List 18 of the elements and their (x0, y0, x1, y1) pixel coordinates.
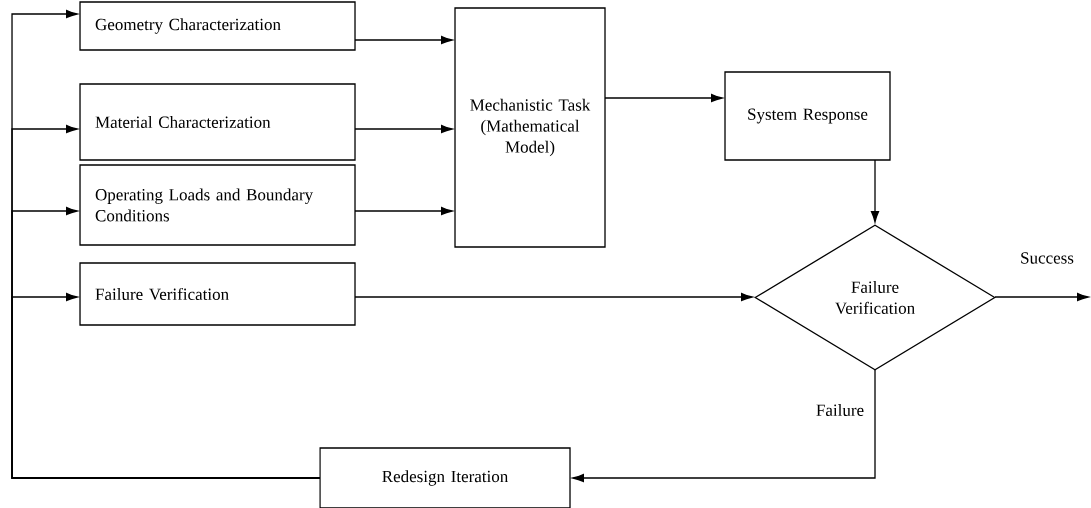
process-box: Geometry Characterization (79, 1, 356, 51)
process-box: Material Characterization (79, 83, 356, 161)
arrow (604, 93, 723, 103)
edge-label: Success (1019, 251, 1075, 265)
arrow (870, 159, 880, 223)
process-box: Mechanistic Task (Mathematical Model) (454, 7, 606, 248)
process-box: Operating Loads and Boundary Conditions (79, 164, 356, 246)
arrow (572, 369, 876, 483)
process-box: Failure Verification (79, 262, 356, 326)
arrow (994, 292, 1089, 302)
arrow (354, 35, 453, 45)
process-box: Redesign Iteration (319, 447, 571, 508)
edge-label: Failure (814, 403, 866, 417)
process-box: System Response (724, 71, 891, 161)
arrow (354, 292, 753, 302)
arrow (11, 292, 321, 479)
arrow (354, 206, 453, 216)
arrow (354, 124, 453, 134)
